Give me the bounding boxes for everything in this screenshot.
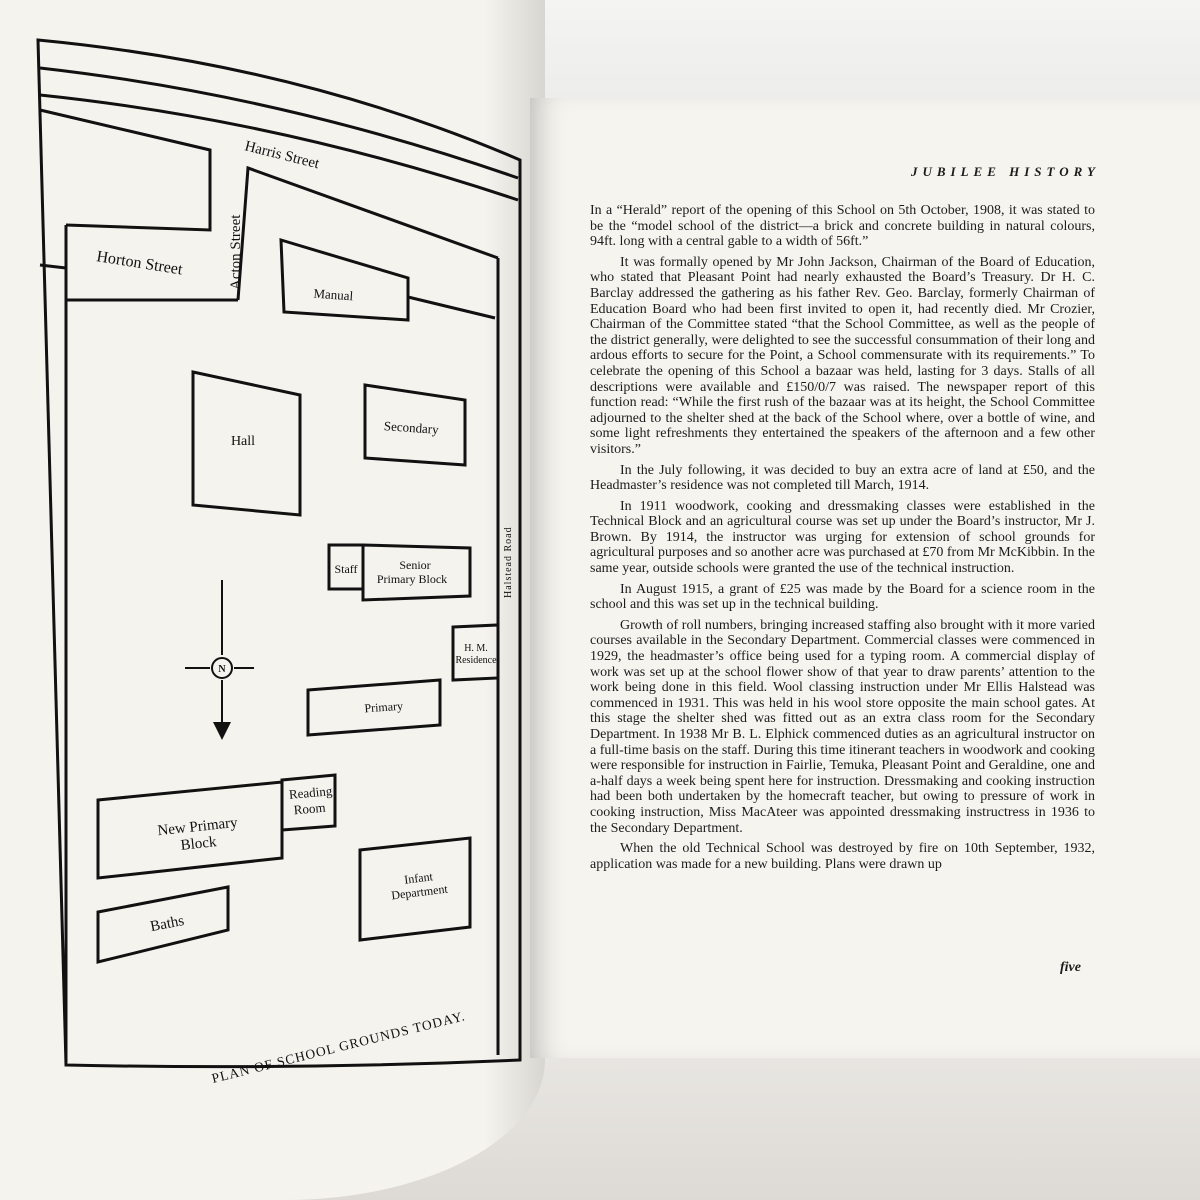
- paragraph-2: It was formally opened by Mr John Jackso…: [590, 254, 1095, 457]
- label-reading-1: Reading: [288, 783, 333, 802]
- label-primary: Primary: [364, 699, 404, 716]
- label-hall: Hall: [231, 434, 255, 449]
- label-secondary: Secondary: [383, 418, 439, 437]
- label-compass-n: N: [218, 664, 226, 675]
- street-label-acton: Acton Street: [228, 214, 244, 290]
- label-manual: Manual: [313, 286, 354, 304]
- building-infant: [358, 836, 472, 942]
- label-senior-2: Primary Block: [377, 572, 447, 586]
- label-hm-1: H. M.: [464, 643, 488, 654]
- paragraph-7: When the old Technical School was destro…: [590, 841, 1095, 872]
- paragraph-1: In a “Herald” report of the opening of t…: [590, 203, 1095, 250]
- road-line-2: [39, 93, 519, 202]
- label-baths: Baths: [149, 913, 186, 935]
- building-new-primary: [96, 780, 284, 880]
- school-plan-diagram: Harris Street Acton Street Horton Street…: [36, 38, 522, 1086]
- plan-caption: PLAN OF SCHOOL GROUNDS TODAY.: [210, 1008, 467, 1086]
- building-baths: [96, 885, 230, 964]
- road-line-1: [39, 66, 519, 180]
- street-label-harris: Harris Street: [243, 138, 322, 172]
- plan-frame: [36, 38, 522, 1069]
- street-label-halstead: Halstead Road: [503, 526, 514, 598]
- acton-harris-corner: [236, 165, 499, 301]
- paragraph-6: Growth of roll numbers, bringing increas…: [590, 617, 1095, 836]
- horton-line: [39, 263, 67, 270]
- label-new-primary-2: Block: [180, 834, 218, 854]
- building-hall: [191, 370, 302, 517]
- body-text: In a “Herald” report of the opening of t…: [590, 203, 1095, 877]
- label-senior-1: Senior: [399, 558, 430, 572]
- street-label-horton: Horton Street: [95, 248, 184, 278]
- label-hm-2: Residence: [455, 655, 497, 666]
- fence-line: [407, 295, 496, 320]
- left-page: Harris Street Acton Street Horton Street…: [0, 0, 545, 1200]
- running-head: JUBILEE HISTORY: [910, 164, 1100, 179]
- label-infant-2: Department: [391, 882, 450, 903]
- building-reading-room: [280, 773, 337, 832]
- compass-icon: [185, 580, 254, 740]
- right-page: [530, 98, 1200, 1058]
- building-manual: [279, 237, 410, 322]
- corner-block: [39, 108, 212, 232]
- paragraph-3: In the July following, it was decided to…: [590, 462, 1095, 494]
- paragraph-5: In August 1915, a grant of £25 was made …: [590, 581, 1095, 613]
- label-reading-2: Room: [293, 800, 326, 818]
- paragraph-4: In 1911 woodwork, cooking and dressmakin…: [590, 498, 1096, 577]
- label-staff: Staff: [334, 562, 357, 576]
- page-number: five: [1060, 960, 1081, 975]
- building-senior-primary: [361, 543, 472, 602]
- building-secondary: [363, 383, 467, 467]
- label-infant-1: Infant: [403, 869, 434, 886]
- building-primary: [306, 678, 442, 737]
